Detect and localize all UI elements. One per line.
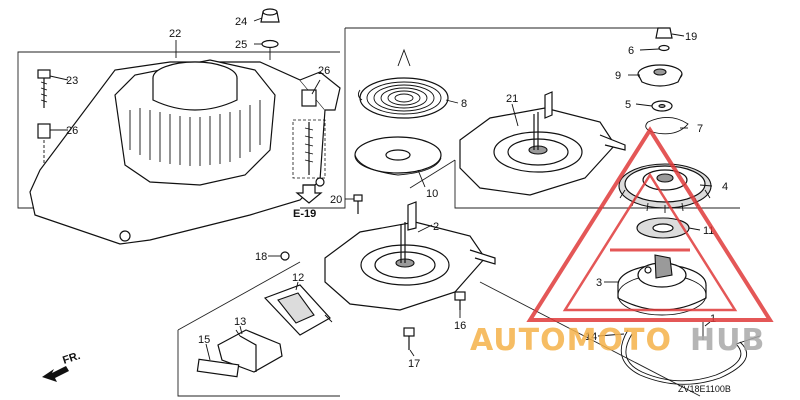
rope-guide <box>263 284 333 336</box>
part-label-13: 13 <box>234 316 246 328</box>
part-label-26-right: 26 <box>318 65 330 77</box>
upper-starter-case <box>459 91 626 196</box>
reference-label: E-19 <box>293 208 316 220</box>
part-label-8: 8 <box>461 98 467 110</box>
drawing-code: ZV18E1100B <box>678 384 731 394</box>
drive-pulley-gear <box>618 163 712 213</box>
lower-starter-case <box>324 201 496 311</box>
part-label-24: 24 <box>235 16 247 28</box>
part-label-17: 17 <box>408 358 420 370</box>
part-label-20: 20 <box>330 194 342 206</box>
front-direction-arrow <box>42 366 69 382</box>
part-label-15: 15 <box>198 334 210 346</box>
part-label-11: 11 <box>703 225 714 237</box>
watermark-text-orange: AUTOMOTO <box>470 323 672 358</box>
watermark-text-gray: HUB <box>690 323 765 358</box>
part-label-12: 12 <box>292 272 304 284</box>
part-label-3: 3 <box>596 277 602 289</box>
part-label-22: 22 <box>169 28 181 40</box>
part-label-6: 6 <box>628 45 634 57</box>
front-direction-label: FR. <box>61 350 82 367</box>
part-label-26-left: 26 <box>66 125 78 137</box>
recoil-spring <box>357 48 449 119</box>
part-label-14: 14 <box>585 331 597 343</box>
assembly-frames <box>17 27 740 397</box>
fan-cover-housing <box>29 59 341 245</box>
starter-rope <box>620 322 761 385</box>
part-label-21: 21 <box>506 93 518 105</box>
part-label-19: 19 <box>685 31 697 43</box>
part-label-9: 9 <box>615 70 621 82</box>
starter-grip <box>217 329 283 373</box>
part-label-10: 10 <box>426 188 438 200</box>
grip-insert <box>196 358 240 378</box>
part-label-16: 16 <box>454 320 466 332</box>
part-label-23: 23 <box>66 75 78 87</box>
watermark-triangle-logo <box>526 126 774 322</box>
leader-lines <box>49 17 713 361</box>
friction-plate <box>636 217 690 239</box>
part-label-7: 7 <box>697 123 703 135</box>
spring-cover-plate <box>354 136 442 176</box>
part-number-labels: 22 24 25 23 26 26 8 21 19 6 9 5 7 4 10 2… <box>61 16 731 394</box>
watermark: AUTOMOTO HUB <box>470 126 774 358</box>
right-hardware-stack <box>637 27 689 135</box>
small-fasteners <box>280 194 466 350</box>
part-label-18: 18 <box>255 251 267 263</box>
top-nut-and-washer <box>260 8 280 60</box>
part-label-4: 4 <box>722 181 728 193</box>
left-bolt-and-collar <box>37 69 51 165</box>
reel-pulley <box>617 254 707 316</box>
part-label-5: 5 <box>625 99 631 111</box>
part-label-2: 2 <box>433 221 439 233</box>
part-label-25: 25 <box>235 39 247 51</box>
